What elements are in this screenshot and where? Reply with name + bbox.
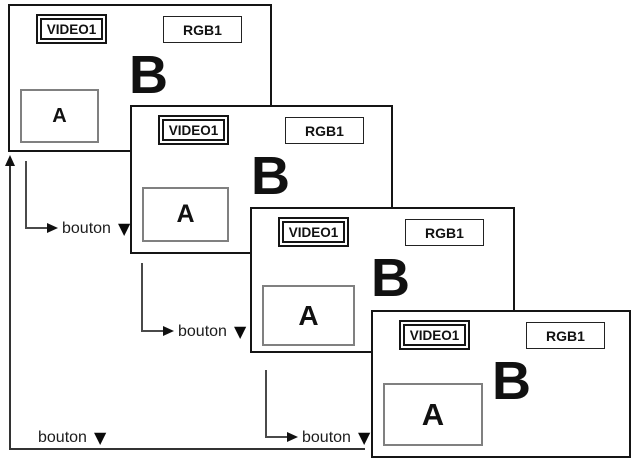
arrowhead-right-icon	[47, 223, 58, 233]
video1-badge: VIDEO1	[278, 217, 349, 247]
down-triangle-icon: ▼	[93, 428, 107, 447]
pip-label: A	[421, 396, 445, 432]
video1-label: VIDEO1	[288, 224, 339, 240]
pip-window: A	[142, 187, 229, 242]
button-caption-text: bouton	[178, 323, 227, 340]
main-picture-label: B	[251, 146, 290, 206]
main-picture-label: B	[371, 248, 410, 308]
pip-label: A	[52, 104, 67, 127]
rgb1-badge: RGB1	[285, 117, 364, 144]
down-triangle-icon: ▼	[117, 219, 131, 238]
rgb1-label: RGB1	[425, 224, 464, 241]
button-caption-text: bouton	[302, 429, 351, 446]
screen-state-4: VIDEO1 RGB1 B A	[371, 310, 631, 458]
button-caption: bouton ▼	[178, 324, 246, 340]
screen-state-1: VIDEO1 RGB1 B A	[8, 4, 272, 152]
button-caption: bouton ▼	[302, 430, 370, 446]
arrowhead-right-icon	[287, 432, 298, 442]
return-line-left	[9, 166, 11, 450]
rgb1-badge: RGB1	[163, 16, 242, 43]
main-picture-label: B	[129, 45, 168, 105]
rgb1-label: RGB1	[305, 122, 344, 139]
video1-label: VIDEO1	[409, 327, 460, 343]
arrow-line-horizontal	[265, 436, 287, 438]
arrow-line-vertical	[25, 161, 27, 229]
video1-badge: VIDEO1	[399, 320, 470, 350]
rgb1-badge: RGB1	[405, 219, 484, 246]
button-caption: bouton ▼	[62, 221, 130, 237]
arrowhead-up-icon	[5, 155, 15, 166]
arrow-line-horizontal	[141, 330, 163, 332]
arrow-line-vertical	[141, 263, 143, 332]
rgb1-label: RGB1	[183, 21, 222, 38]
rgb1-label: RGB1	[546, 327, 585, 344]
video1-label: VIDEO1	[46, 21, 97, 37]
down-triangle-icon: ▼	[357, 428, 371, 447]
pip-window: A	[383, 383, 483, 446]
main-picture-label: B	[492, 351, 531, 411]
video1-label: VIDEO1	[168, 122, 219, 138]
down-triangle-icon: ▼	[233, 322, 247, 341]
button-caption-text: bouton	[38, 429, 87, 446]
button-caption: bouton ▼	[38, 430, 106, 446]
arrow-line-vertical	[265, 370, 267, 438]
pip-label: A	[298, 299, 319, 331]
arrow-line-horizontal	[25, 227, 47, 229]
video1-badge: VIDEO1	[36, 14, 107, 44]
return-line-bottom	[9, 448, 365, 450]
pip-window: A	[20, 89, 99, 143]
pip-window: A	[262, 285, 355, 346]
button-caption-text: bouton	[62, 220, 111, 237]
video1-badge: VIDEO1	[158, 115, 229, 145]
arrowhead-right-icon	[163, 326, 174, 336]
rgb1-badge: RGB1	[526, 322, 605, 349]
pip-label: A	[176, 200, 195, 228]
